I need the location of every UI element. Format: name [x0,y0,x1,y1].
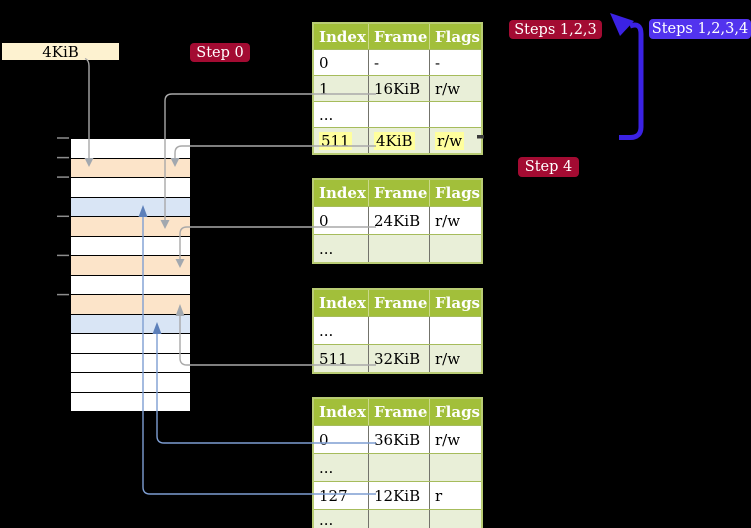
table-cell [369,317,430,344]
page-table-level-2: Index Frame Flags 0 24KiB r/w ... [312,178,483,264]
table-row: 0 24KiB r/w [314,206,481,234]
steps123-badge: Steps 1,2,3 [509,20,602,39]
step0-badge: Step 0 [190,43,250,62]
page-table-level-3: Index Frame Flags ... 511 32KiB r/w [312,288,483,374]
frame-cell [71,334,190,354]
table-cell [369,510,430,528]
table-row: 0 - - [314,49,481,75]
table-cell: 511 [314,128,369,153]
table-header-row: Index Frame Flags [314,180,481,206]
frame-cell [71,139,190,159]
table-cell: 0 [314,50,369,75]
step4-badge: Step 4 [518,157,579,177]
column-header: Index [314,24,369,49]
table-header-row: Index Frame Flags [314,399,481,425]
table-row: ... [314,509,481,528]
table-header-row: Index Frame Flags [314,290,481,316]
frame-cell [71,158,190,178]
table-cell [369,454,430,481]
column-header: Frame [369,180,430,206]
table-cell [430,454,481,481]
table-row: 127 12KiB r [314,481,481,509]
table-cell: r/w [435,211,461,230]
table-cell: - [435,53,441,72]
frame-cell [71,392,190,411]
column-header: Frame [369,290,430,316]
table-cell: ... [314,454,369,481]
table-cell: 0 [314,426,369,453]
table-cell: r [435,486,443,505]
column-header: Flags [435,294,480,312]
column-header: Index [314,399,369,425]
table-cell: 32KiB [369,345,430,372]
table-cell: 4KiB [369,128,430,153]
table-cell [430,235,481,262]
table-cell: - [369,50,430,75]
column-header: Flags [435,27,480,46]
frame-cell [71,353,190,373]
frame-cell [71,178,190,198]
table-cell [430,317,481,344]
table-row: 511 32KiB r/w [314,344,481,372]
table-cell: ... [314,510,369,528]
column-header: Frame [369,24,430,49]
column-header: Flags [435,184,480,202]
address-tick-marks [57,137,69,296]
column-header: Frame [369,399,430,425]
table-cell [369,235,430,262]
column-header: Index [314,290,369,316]
table-cell: r/w [435,131,465,150]
frame-cell [71,314,190,334]
page-table-level-1: Index Frame Flags 0 - - 1 16KiB r/w ... … [312,22,483,155]
frame-cell [71,197,190,217]
table-cell: 0 [314,207,369,234]
table-cell: 16KiB [369,76,430,101]
table-cell [430,102,481,127]
table-cell: r/w [435,430,461,449]
column-header: Flags [435,403,480,421]
frame-cell [71,236,190,256]
page-size-label: 4KiB [2,43,119,61]
table-row: 1 16KiB r/w [314,75,481,101]
frame-cell [71,275,190,295]
table-cell: 36KiB [369,426,430,453]
table-cell: 1 [314,76,369,101]
table-cell: 511 [314,345,369,372]
table-cell: 12KiB [369,482,430,509]
table-cell: ... [314,102,369,127]
table-cell [430,510,481,528]
table-cell: ... [314,317,369,344]
table-row: ... [314,101,481,127]
frame-cell [71,373,190,393]
column-header: Index [314,180,369,206]
frame-cell [71,217,190,237]
frame-cell [71,256,190,276]
table-cell: 127 [314,482,369,509]
table-header-row: Index Frame Flags [314,24,481,49]
page-table-level-4: Index Frame Flags 0 36KiB r/w ... 127 12… [312,397,483,528]
table-cell: r/w [435,79,461,98]
table-row-highlighted: 511 4KiB r/w [314,127,481,153]
table-cell [369,102,430,127]
table-row: ... [314,316,481,344]
table-cell: ... [314,235,369,262]
frame-cell [71,295,190,315]
table-row: ... [314,453,481,481]
steps1234-badge: Steps 1,2,3,4 [649,19,751,39]
table-row: 0 36KiB r/w [314,425,481,453]
table-row: ... [314,234,481,262]
table-cell: r/w [435,349,461,368]
physical-memory-column [70,138,191,412]
table-cell: 24KiB [369,207,430,234]
loop-arrow-icon [610,13,644,140]
